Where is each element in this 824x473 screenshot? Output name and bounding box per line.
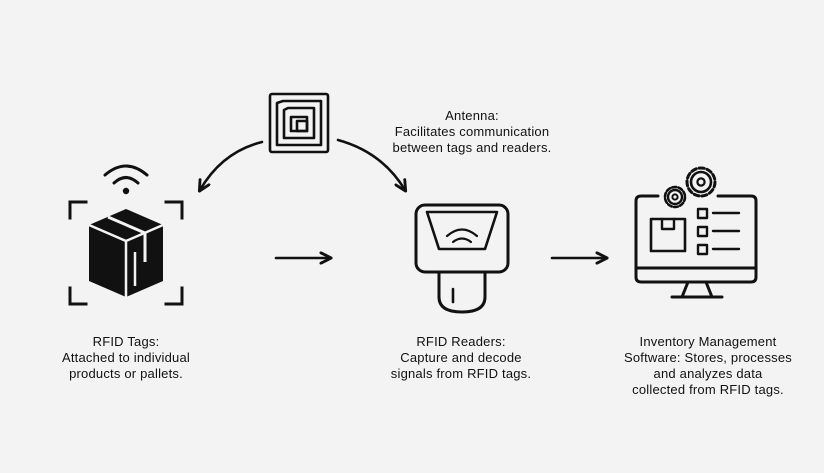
antenna-title: Antenna: (445, 108, 499, 123)
tags-caption: RFID Tags: Attached to individual produc… (20, 334, 232, 382)
readers-description: Capture and decode (400, 350, 522, 365)
monitor-gears-icon (634, 166, 758, 299)
antenna-caption: Antenna: Facilitates communication betwe… (356, 108, 588, 156)
inventory-description: and analyzes data (653, 366, 763, 381)
readers-description: signals from RFID tags. (390, 366, 532, 381)
rfid-scanner-icon (414, 203, 510, 314)
tags-title: RFID Tags: (92, 334, 160, 349)
inventory-title: Inventory Management (639, 334, 777, 349)
inventory-caption: Inventory Management Software: Stores, p… (596, 334, 820, 398)
antenna-to-tags-arrow (200, 140, 264, 190)
package-icon (649, 217, 687, 253)
gear-icon (663, 185, 687, 209)
inventory-description: Software: Stores, processes (624, 350, 792, 365)
scan-frame-icon (68, 200, 184, 306)
box-icon (88, 209, 164, 297)
tags-description: products or pallets. (69, 366, 183, 381)
checklist-icon (696, 207, 741, 256)
gear-icon (685, 166, 717, 198)
antenna-description: Facilitates communication (394, 124, 550, 139)
readers-title: RFID Readers: (416, 334, 506, 349)
readers-caption: RFID Readers: Capture and decode signals… (354, 334, 568, 382)
antenna-to-readers-arrow (336, 138, 405, 190)
inventory-description: collected from RFID tags. (632, 382, 784, 397)
tagged-box-icon (68, 164, 184, 306)
antenna-description: between tags and readers. (392, 140, 552, 155)
rfid-chip-icon (268, 92, 330, 154)
tags-description: Attached to individual (62, 350, 190, 365)
wifi-signal-icon (103, 164, 149, 185)
